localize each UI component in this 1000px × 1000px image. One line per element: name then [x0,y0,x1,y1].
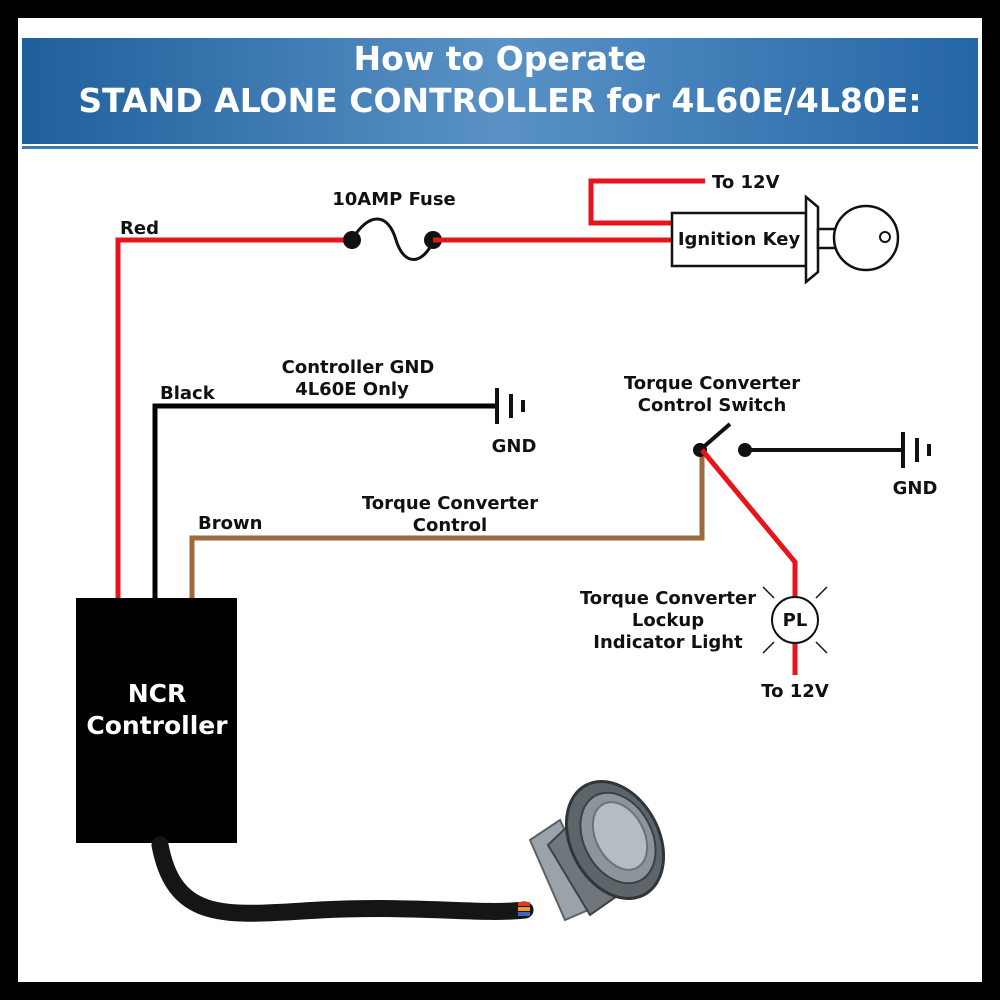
ground-symbol-right [901,432,931,468]
red-wire-label: Red [120,218,159,239]
ignition-12v-label: To 12V [712,172,780,193]
red-wire [115,237,350,600]
lockup-label-1: Torque Converter [580,588,756,609]
fuse-icon [350,217,436,261]
ignition-key-flange [804,194,820,285]
ignition-key-hole [879,231,891,243]
light-12v-label: To 12V [761,681,829,702]
brown-wire-label: Brown [198,513,262,534]
controller-label-2: Controller [86,711,228,740]
title-banner [22,38,978,144]
fuse-label: 10AMP Fuse [332,189,456,210]
tc-switch-label-1: Torque Converter [624,373,800,394]
title-line-1: How to Operate [353,39,647,78]
transmission-connector-icon [528,779,666,922]
harness-cable [151,836,534,922]
red-wire-12v-to-ignition [588,178,705,226]
black-wire [152,403,497,600]
banner-underline [22,146,978,149]
indicator-light [771,596,819,644]
ignition-key-label: Ignition Key [678,229,801,250]
red-wire-switch-to-light [700,448,798,597]
black-wire-label: Black [160,383,216,404]
ignition-key-head [832,204,900,272]
lockup-label-3: Indicator Light [593,632,743,653]
controller-gnd-label-1: Controller GND [282,357,435,378]
brown-wire [189,450,705,600]
light-rays [762,586,828,654]
tc-control-label-1: Torque Converter [362,493,538,514]
ground-symbol-left [495,388,525,424]
harness-wires [518,902,530,916]
ncr-controller-box [76,598,237,843]
controller-label-1: NCR [128,679,187,708]
gnd-right-label: GND [893,478,938,499]
pl-label: PL [783,610,808,631]
controller-gnd-label-2: 4L60E Only [295,379,409,400]
ignition-switch-body [670,211,808,268]
title-line-2: STAND ALONE CONTROLLER for 4L60E/4L80E: [78,81,922,120]
tc-switch-label-2: Control Switch [638,395,787,416]
fuse-terminal-left [343,231,361,249]
lockup-label-2: Lockup [632,610,704,631]
tc-control-label-2: Control [413,515,487,536]
gnd-left-label: GND [492,436,537,457]
